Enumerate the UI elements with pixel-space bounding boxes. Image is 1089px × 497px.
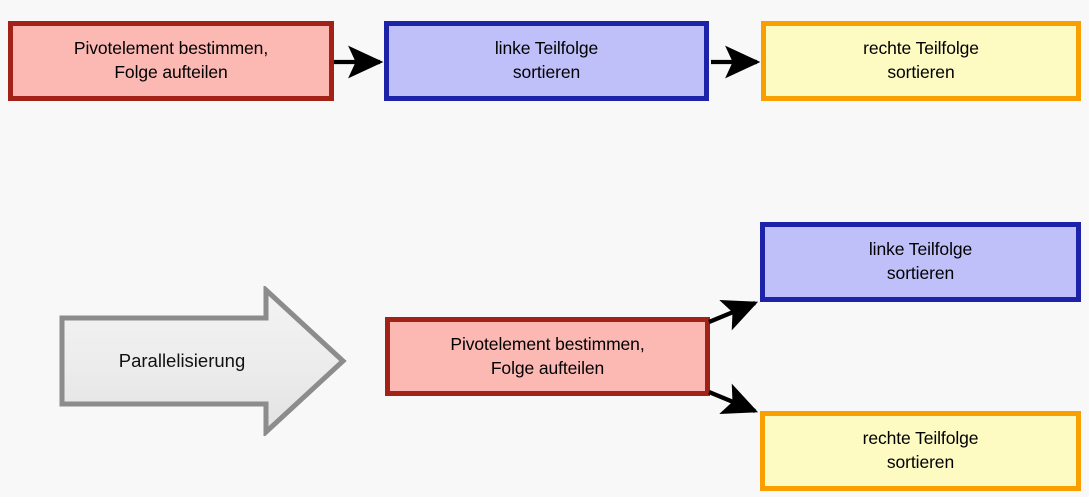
sequential-step-pivot-label: Pivotelement bestimmen, Folge aufteilen — [73, 38, 269, 82]
sequential-step-left-label: linke Teilfolge sortieren — [494, 38, 599, 82]
parallel-branch-right-label: rechte Teilfolge sortieren — [862, 428, 979, 472]
block-arrow-shape — [59, 286, 347, 436]
sequential-step-left-box: linke Teilfolge sortieren — [384, 21, 709, 101]
parallel-branch-left-box: linke Teilfolge sortieren — [760, 222, 1081, 302]
sequential-step-pivot-box: Pivotelement bestimmen, Folge aufteilen — [8, 21, 334, 101]
parallel-branch-left-label: linke Teilfolge sortieren — [868, 239, 973, 283]
parallel-branch-right-box: rechte Teilfolge sortieren — [760, 411, 1081, 491]
sequential-step-right-box: rechte Teilfolge sortieren — [761, 21, 1081, 101]
connector-parallel-to-left-branch — [708, 300, 759, 331]
parallelisierung-label: Parallelisierung — [118, 350, 246, 371]
parallel-step-pivot-label: Pivotelement bestimmen, Folge aufteilen — [450, 333, 645, 378]
sequential-step-right-label: rechte Teilfolge sortieren — [863, 38, 979, 82]
parallelisierung-block-arrow — [59, 286, 347, 436]
parallelisierung-label-wrap: Parallelisierung — [58, 286, 348, 436]
parallel-step-pivot-box: Pivotelement bestimmen, Folge aufteilen — [385, 317, 710, 396]
connector-parallel-to-right-branch — [708, 383, 759, 414]
